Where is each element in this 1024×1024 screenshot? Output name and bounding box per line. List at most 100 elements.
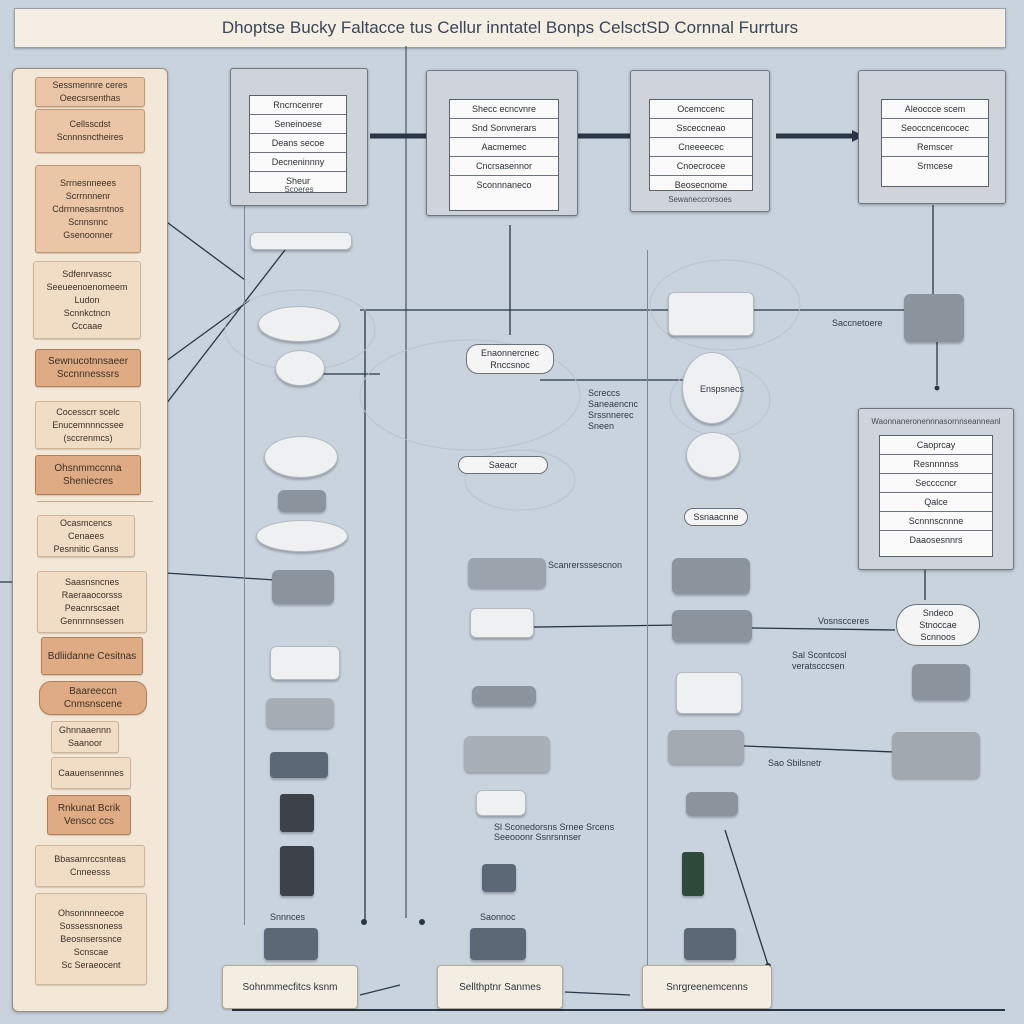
panel-row: Srmcese xyxy=(917,161,953,171)
node-label: Enspsnecs xyxy=(700,384,745,394)
diagram-title: Dhoptse Bucky Faltacce tus Cellur inntat… xyxy=(14,8,1006,48)
panel-row: Scnnnscnnne xyxy=(880,512,992,531)
panel-row: Snd Sonvnerars xyxy=(450,119,558,138)
panel-row: Seccccncr xyxy=(880,474,992,493)
flow-node[interactable] xyxy=(668,730,744,764)
flow-node[interactable] xyxy=(266,698,334,728)
panel-row: Cneeeecec xyxy=(650,138,752,157)
flow-node[interactable] xyxy=(264,436,338,478)
process-panel-3[interactable]: Ocemccenc Ssceccneao Cneeeecec Cnoecroce… xyxy=(630,70,770,212)
flow-node[interactable] xyxy=(256,520,348,552)
panel-row: Shecc ecncvnre xyxy=(450,100,558,119)
panel-row: Rncrncenrer xyxy=(250,96,346,115)
flow-node[interactable] xyxy=(682,352,742,424)
wire-label: Vosnscceres xyxy=(818,616,870,626)
flow-node[interactable] xyxy=(278,490,326,512)
process-panel-2[interactable]: Shecc ecncvnre Snd Sonvnerars Aacmemec C… xyxy=(426,70,578,216)
panel-row: Seneinoese xyxy=(250,115,346,134)
panel-row: Remscer xyxy=(882,138,988,157)
terminal-node[interactable] xyxy=(684,928,736,960)
wire-label: Scanrersssescnon xyxy=(548,560,623,570)
panel-row: Resnnnnss xyxy=(880,455,992,474)
flow-node[interactable] xyxy=(912,664,970,700)
footer-box[interactable]: Sellthptnr Sanmes xyxy=(437,965,563,1009)
flow-node[interactable] xyxy=(672,558,750,594)
panel-header: Waonnaneronennnasornnseanneanl xyxy=(871,417,1001,426)
panel-caption: Sewaneccrorsoes xyxy=(668,195,732,204)
device-icon[interactable] xyxy=(482,864,516,892)
panel-row: Ssceccneao xyxy=(650,119,752,138)
flow-node[interactable] xyxy=(672,610,752,642)
panel-row: Deans secoe xyxy=(250,134,346,153)
flow-node[interactable] xyxy=(892,732,980,778)
flow-node[interactable] xyxy=(468,558,546,588)
flow-node[interactable] xyxy=(472,686,536,706)
tablet-icon[interactable] xyxy=(280,794,314,832)
hub-node[interactable] xyxy=(904,294,964,342)
flow-node[interactable] xyxy=(668,292,754,336)
flow-node[interactable] xyxy=(272,570,334,604)
lane-divider xyxy=(647,250,648,970)
legend-item[interactable]: Caauensennnes xyxy=(51,757,131,789)
process-panel-5[interactable]: Waonnaneronennnasornnseanneanl Caoprcay … xyxy=(858,408,1014,570)
process-panel-4[interactable]: Aleoccce scem Seoccncencocec Remscer Srm… xyxy=(858,70,1006,204)
legend-divider xyxy=(37,501,153,502)
lane-divider xyxy=(244,205,245,925)
flow-node[interactable] xyxy=(476,790,526,816)
flow-node[interactable] xyxy=(270,646,340,680)
flow-bubble[interactable]: Saeacr xyxy=(458,456,548,474)
flow-node[interactable] xyxy=(250,232,352,250)
device-caption: Snnnces xyxy=(270,912,306,922)
panel-row: Ocemccenc xyxy=(650,100,752,119)
panel-row: Sheur xyxy=(285,176,311,186)
flow-node[interactable] xyxy=(258,306,340,342)
flow-node[interactable] xyxy=(270,752,328,778)
footer-box[interactable]: Sohnmmecfitcs ksnm xyxy=(222,965,358,1009)
flow-node[interactable] xyxy=(470,608,534,638)
flow-node[interactable] xyxy=(464,736,550,772)
flow-node[interactable] xyxy=(686,432,740,478)
flow-node[interactable] xyxy=(275,350,325,386)
panel-row: Aleoccce scem xyxy=(882,100,988,119)
legend-item[interactable]: Bdliidanne Cesitnas xyxy=(41,637,143,675)
device-caption: Saonnoc xyxy=(480,912,516,922)
flow-bubble[interactable]: Ssnaacnne xyxy=(684,508,748,526)
panel-row: Daaosesnnrs xyxy=(909,535,963,545)
flow-node[interactable] xyxy=(686,792,738,816)
panel-row: Cnoecrocee xyxy=(650,157,752,176)
keypad-device-icon[interactable] xyxy=(280,846,314,896)
phone-icon[interactable] xyxy=(682,852,704,896)
panel-caption: Scoeres xyxy=(284,185,314,194)
node-label: Saccnetoere xyxy=(832,318,883,328)
flow-node[interactable] xyxy=(676,672,742,714)
panel-row: Beosecnome xyxy=(674,180,728,190)
panel-row: Qalce xyxy=(880,493,992,512)
process-panel-1[interactable]: Rncrncenrer Seneinoese Deans secoe Decne… xyxy=(230,68,368,206)
panel-row: Aacmemec xyxy=(450,138,558,157)
footer-box[interactable]: Snrgreenemcenns xyxy=(642,965,772,1009)
panel-row: Caoprcay xyxy=(880,436,992,455)
terminal-node[interactable] xyxy=(264,928,318,960)
terminal-node[interactable] xyxy=(470,928,526,960)
